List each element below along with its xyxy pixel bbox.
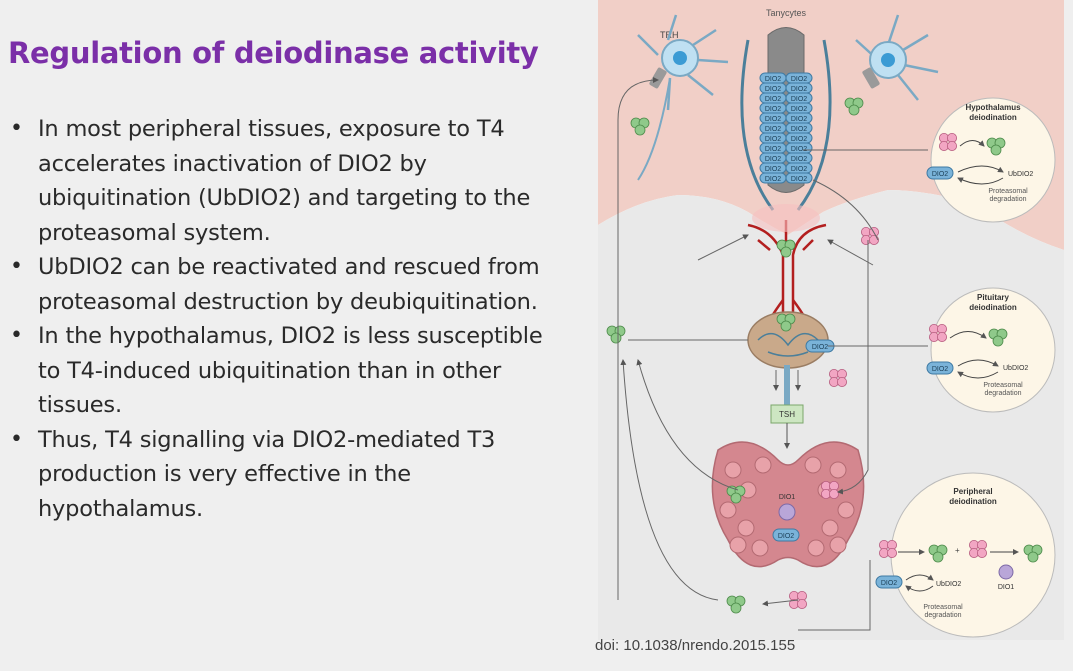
bullet-item: Thus, T4 signalling via DIO2-mediated T3… [10,423,570,527]
svg-text:Proteasomal: Proteasomal [923,604,963,611]
thyroid-follicles [719,456,855,557]
dio2-label: DIO2 [791,136,807,143]
svg-text:DIO2: DIO2 [881,580,897,587]
pathway-arrows [617,77,928,631]
dio2-label: DIO2 [765,156,781,163]
thyroid-follicle [729,536,747,554]
svg-text:UbDIO2: UbDIO2 [936,581,961,588]
thyroid-follicle [829,536,847,554]
bullet-item: In most peripheral tissues, exposure to … [10,112,570,250]
thyroid-follicle [737,519,755,537]
dio2-label: DIO2 [765,146,781,153]
dio2-thyroid: DIO2 [772,528,800,542]
tsh-label: TSH [779,410,795,419]
dio2-label: DIO2 [791,86,807,93]
svg-text:DIO2: DIO2 [778,533,794,540]
bullet-list: In most peripheral tissues, exposure to … [10,112,570,526]
dio2-enzyme [785,172,813,184]
peripheral-deiodination-panel: Peripheral deiodination + DIO2 UbDIO2 DI… [875,472,1056,638]
svg-text:DIO2: DIO2 [932,366,948,373]
pituitary-deiodination-panel: Pituitary deiodination DIO2 UbDIO2 Prote… [926,287,1056,413]
svg-text:Pituitary: Pituitary [977,293,1010,302]
dio2-label: DIO2 [791,146,807,153]
bullet-item: UbDIO2 can be reactivated and rescued fr… [10,250,570,319]
thyroid-follicle [751,539,769,557]
dio1-thyroid: DIO1 [778,494,796,521]
thyroid-follicle [829,461,847,479]
tanycyte-process [796,39,832,211]
dio2-label: DIO2 [791,106,807,113]
dio2-label: DIO2 [791,76,807,83]
median-eminence [752,204,820,232]
tanycyte-process [740,39,775,211]
svg-text:Hypothalamus: Hypothalamus [965,103,1021,112]
dio2-label: DIO2 [765,106,781,113]
trh-neuron-left [637,14,729,181]
svg-text:Proteasomal: Proteasomal [983,382,1023,389]
dio2-label: DIO2 [791,126,807,133]
dio2-label: DIO2 [791,96,807,103]
dio2-label: DIO2 [791,166,807,173]
svg-text:UbDIO2: UbDIO2 [1003,365,1028,372]
dio2-label: DIO2 [765,86,781,93]
slide-title: Regulation of deiodinase activity [8,36,539,70]
dio2-label: DIO2 [765,126,781,133]
dio2-label: DIO2 [765,96,781,103]
dio2-label: DIO2 [791,156,807,163]
hypothalamus-deiodination-panel: Hypothalamus deiodination DIO2 UbDIO2 Pr… [926,97,1056,223]
doi-citation: doi: 10.1038/nrendo.2015.155 [595,637,796,654]
svg-text:DIO2: DIO2 [812,344,828,351]
svg-text:degradation: degradation [990,196,1027,203]
svg-text:deiodination: deiodination [969,113,1017,122]
dio2-tanycyte-stack: DIO2DIO2DIO2DIO2DIO2DIO2DIO2DIO2DIO2DIO2… [759,72,813,184]
dio2-label: DIO2 [765,116,781,123]
svg-text:Proteasomal: Proteasomal [988,188,1028,195]
svg-text:Peripheral: Peripheral [953,487,992,496]
svg-text:DIO1: DIO1 [998,584,1014,591]
dio2-label: DIO2 [765,176,781,183]
thyroid-follicle [821,519,839,537]
thyroid-follicle [804,456,822,474]
dio2-label: DIO2 [791,116,807,123]
svg-text:DIO1: DIO1 [779,494,795,501]
svg-text:deiodination: deiodination [969,303,1017,312]
thyroid-follicle [724,461,742,479]
thyroid-follicle [719,501,737,519]
tanycytes-label: Tanycytes [766,8,807,18]
bullet-item: In the hypothalamus, DIO2 is less suscep… [10,319,570,423]
svg-text:degradation: degradation [985,390,1022,397]
dio2-label: DIO2 [765,76,781,83]
svg-text:degradation: degradation [925,612,962,619]
dio2-label: DIO2 [765,136,781,143]
svg-text:+: + [955,546,960,555]
thyroid-follicle [754,456,772,474]
svg-text:DIO2: DIO2 [932,171,948,178]
dio2-label: DIO2 [791,176,807,183]
thyroid-follicle [807,539,825,557]
svg-text:UbDIO2: UbDIO2 [1008,171,1033,178]
dio2-label: DIO2 [765,166,781,173]
thyroid-follicle [837,501,855,519]
trh-neuron-right [855,14,939,101]
svg-text:deiodination: deiodination [949,497,997,506]
deiodinase-diagram: Tanycytes DIO2DIO2DIO2DIO2DIO2DIO2DIO2DI… [598,0,1064,640]
